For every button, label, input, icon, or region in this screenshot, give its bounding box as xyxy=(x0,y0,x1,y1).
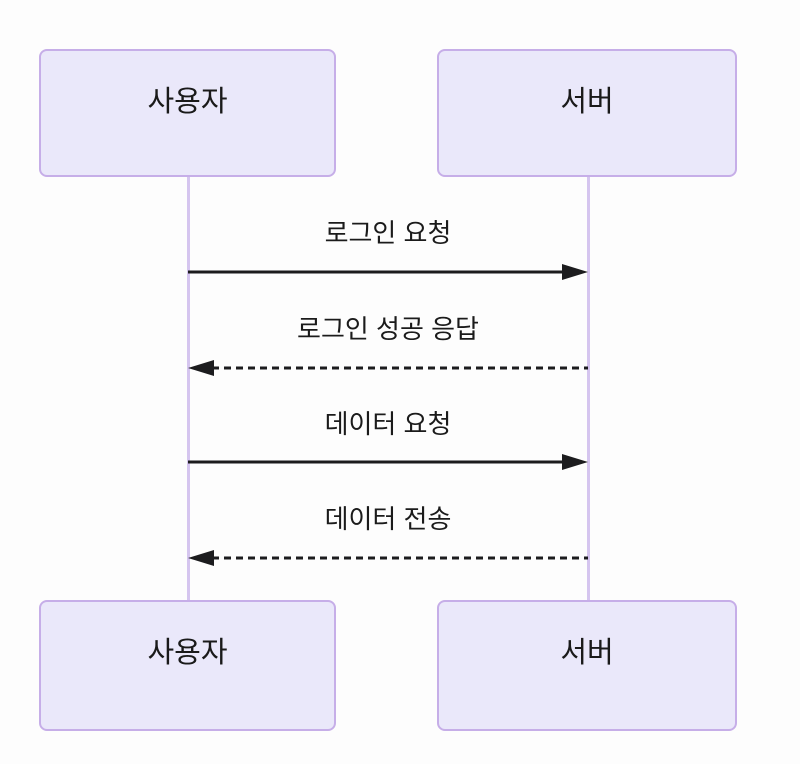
message-label: 데이터 요청 xyxy=(324,409,452,439)
lifeline-user xyxy=(187,177,190,600)
actor-label-server-bottom: 서버 xyxy=(560,637,614,669)
message-label: 로그인 요청 xyxy=(324,218,452,248)
actor-box-server-top: 서버 xyxy=(437,49,737,177)
message-login-success-response: 로그인 성공 응답 xyxy=(188,312,588,376)
actor-label-user-top: 사용자 xyxy=(147,86,228,118)
arrow-dashed-left-icon xyxy=(188,550,588,566)
message-data-transfer: 데이터 전송 xyxy=(188,502,588,566)
arrow-dashed-left-icon xyxy=(188,360,588,376)
message-login-request: 로그인 요청 xyxy=(188,216,588,280)
lifeline-server xyxy=(587,177,590,600)
actor-box-user-top: 사용자 xyxy=(39,49,336,177)
actor-label-server-top: 서버 xyxy=(560,86,614,118)
arrow-solid-right-icon xyxy=(188,454,588,470)
actor-label-user-bottom: 사용자 xyxy=(147,637,228,669)
message-label: 로그인 성공 응답 xyxy=(297,314,479,344)
message-data-request: 데이터 요청 xyxy=(188,407,588,470)
message-label: 데이터 전송 xyxy=(324,504,452,534)
actor-box-user-bottom: 사용자 xyxy=(39,600,336,731)
actor-box-server-bottom: 서버 xyxy=(437,600,737,731)
arrow-solid-right-icon xyxy=(188,264,588,280)
